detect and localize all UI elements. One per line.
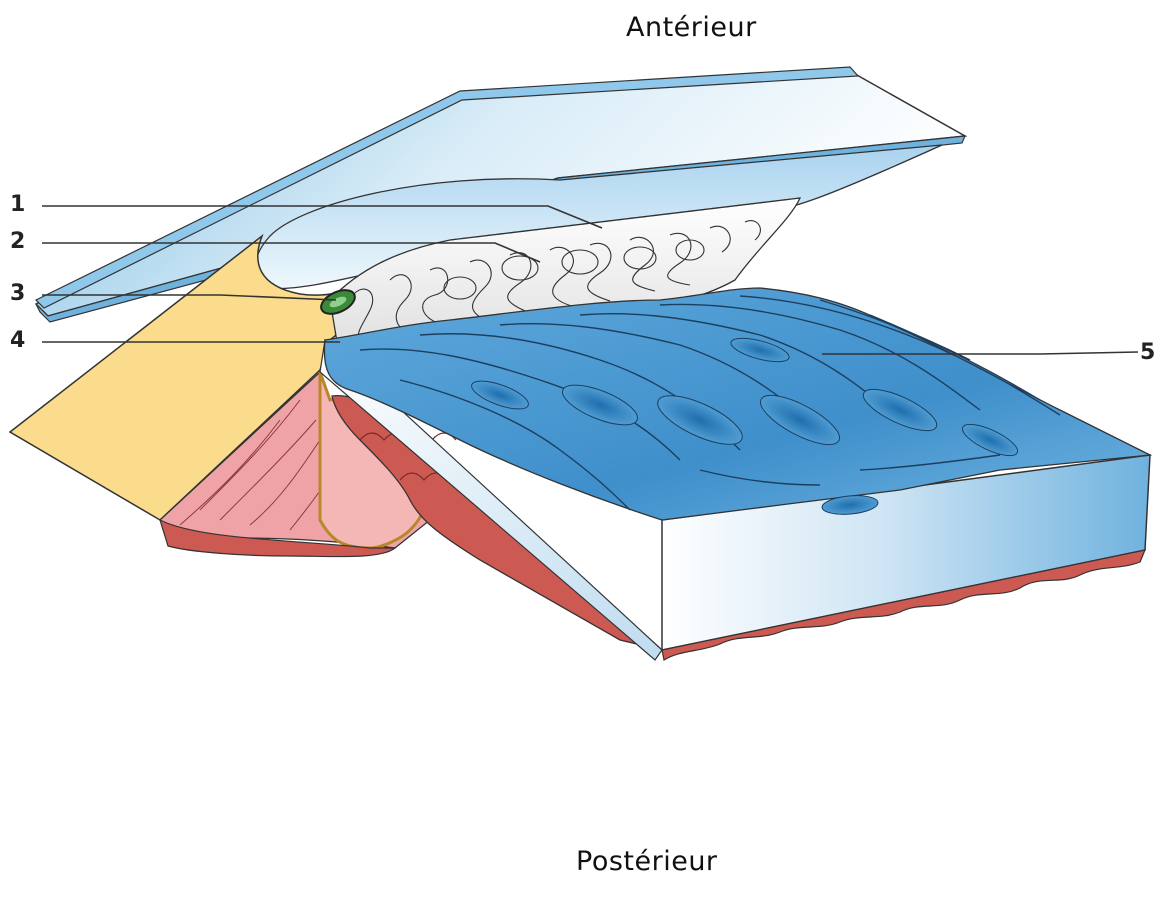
callout-number-5: 5	[1140, 340, 1155, 365]
callout-number-4: 4	[10, 328, 25, 353]
callout-number-1: 1	[10, 192, 25, 217]
callout-number-2: 2	[10, 229, 25, 254]
callout-number-3: 3	[10, 281, 25, 306]
